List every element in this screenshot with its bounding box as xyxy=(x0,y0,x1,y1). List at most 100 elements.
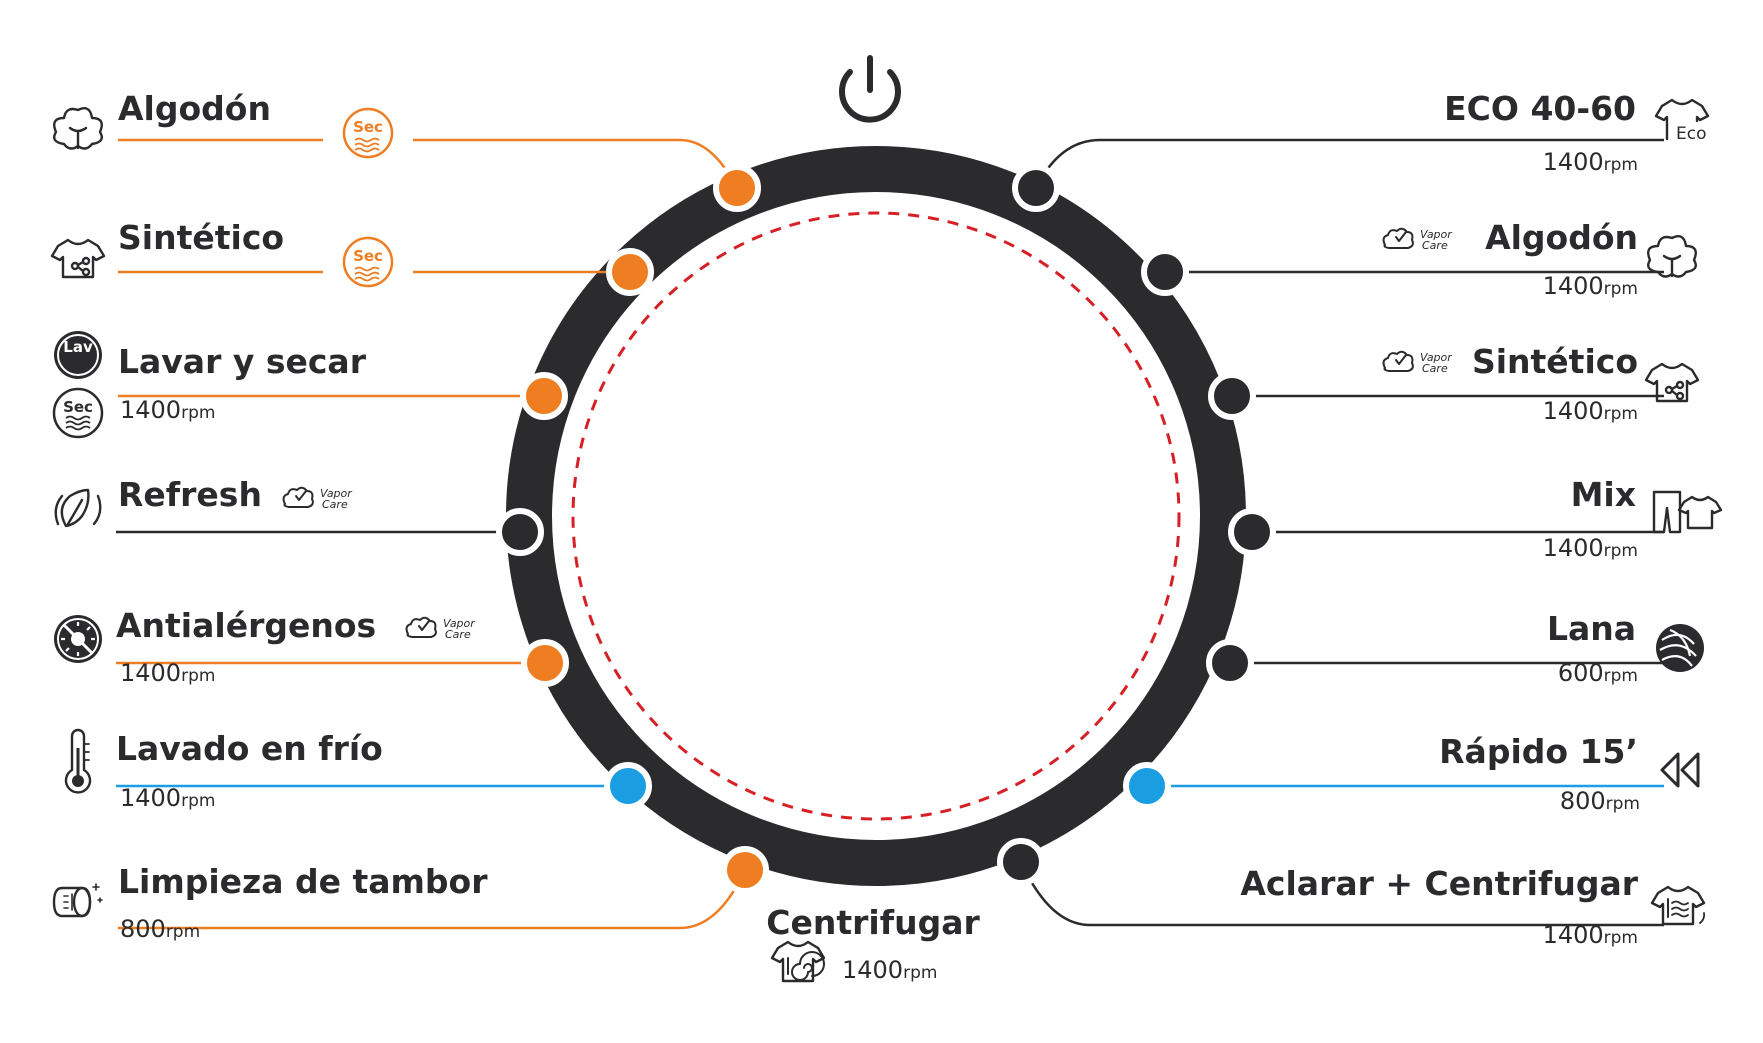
wool-icon xyxy=(1656,624,1704,672)
svg-text:1400rpm: 1400rpm xyxy=(842,956,937,984)
program-name: Lavado en frío xyxy=(116,729,383,768)
fast-rewind-icon xyxy=(1660,752,1700,788)
program-left-1[interactable]: Algodón xyxy=(118,89,271,128)
spin-icon xyxy=(770,940,826,983)
svg-text:800rpm: 800rpm xyxy=(1560,787,1640,815)
program-name: Centrifugar xyxy=(766,903,980,942)
program-right-4[interactable]: Mix 1400rpm xyxy=(1543,475,1638,562)
program-right-3[interactable]: Sintético 1400rpm xyxy=(1472,342,1638,425)
wash-dry-icon: Lav Sec xyxy=(52,331,104,439)
program-bottom[interactable]: Centrifugar 1400rpm xyxy=(766,903,980,984)
drum-clean-icon xyxy=(52,883,103,918)
program-left-7[interactable]: Limpieza de tambor 800rpm xyxy=(118,862,488,943)
program-name: Algodón xyxy=(118,89,271,128)
power-icon[interactable] xyxy=(839,55,901,123)
program-rpm-unit: rpm xyxy=(181,791,215,811)
svg-text:Vapor: Vapor xyxy=(443,617,476,630)
vapor-care-badge: Vapor Care xyxy=(1382,350,1453,375)
rinse-spin-icon xyxy=(1650,885,1706,926)
right-dial-position-dot[interactable] xyxy=(997,838,1045,886)
program-right-1[interactable]: ECO 40-60 1400rpm xyxy=(1444,89,1638,176)
program-left-6[interactable]: Lavado en frío 1400rpm xyxy=(116,729,383,812)
svg-text:Sec: Sec xyxy=(353,118,383,136)
program-name: Lana xyxy=(1547,609,1636,648)
mix-clothes-icon xyxy=(1652,490,1723,534)
program-rpm-unit: rpm xyxy=(1604,666,1638,686)
svg-text:Vapor: Vapor xyxy=(320,487,353,500)
program-rpm: 600 xyxy=(1558,659,1604,687)
vapor-care-badge: Vapor Care xyxy=(405,616,476,641)
program-left-3[interactable]: Lavar y secar 1400rpm xyxy=(118,342,367,424)
right-dial-position-dot[interactable] xyxy=(1123,762,1171,810)
svg-text:Care: Care xyxy=(322,498,348,511)
program-name: Sintético xyxy=(1472,342,1638,381)
program-rpm: 800 xyxy=(1560,787,1606,815)
left-dial-position-dot[interactable] xyxy=(520,372,568,420)
left-dial-position-dot[interactable] xyxy=(606,248,654,296)
cotton-icon xyxy=(53,107,103,150)
svg-text:Vapor: Vapor xyxy=(1420,228,1453,241)
program-right-5[interactable]: Lana 600rpm xyxy=(1547,609,1638,687)
program-name: Mix xyxy=(1571,475,1636,514)
right-dial-position-dot[interactable] xyxy=(1141,248,1189,296)
svg-text:1400rpm: 1400rpm xyxy=(120,396,215,424)
program-rpm-unit: rpm xyxy=(1604,928,1638,948)
program-rpm-unit: rpm xyxy=(1604,279,1638,299)
program-name: ECO 40-60 xyxy=(1444,89,1636,128)
program-rpm: 1400 xyxy=(1543,148,1604,176)
left-dial-position-dot[interactable] xyxy=(713,164,761,212)
program-left-5[interactable]: Antialérgenos 1400rpm xyxy=(116,606,376,687)
program-rpm-unit: rpm xyxy=(1604,541,1638,561)
dial-dashed-ring xyxy=(571,211,1181,821)
right-dial-position-dot[interactable] xyxy=(1208,372,1256,420)
left-dial-position-dot[interactable] xyxy=(604,762,652,810)
svg-text:Eco: Eco xyxy=(1676,124,1707,144)
program-right-6[interactable]: Rápido 15’ 800rpm xyxy=(1439,732,1640,815)
program-rpm: 1400 xyxy=(1543,272,1604,300)
dial-positions xyxy=(496,164,1276,894)
anti-allergen-icon xyxy=(54,615,102,663)
program-name: Aclarar + Centrifugar xyxy=(1240,864,1638,903)
program-right-7[interactable]: Aclarar + Centrifugar 1400rpm xyxy=(1240,864,1638,949)
program-name: Algodón xyxy=(1485,218,1638,257)
program-name: Antialérgenos xyxy=(116,606,376,645)
program-rpm: 1400 xyxy=(1543,397,1604,425)
program-left-4[interactable]: Refresh xyxy=(118,475,262,514)
program-rpm-unit: rpm xyxy=(903,963,937,983)
program-rpm: 1400 xyxy=(120,659,181,687)
svg-text:Care: Care xyxy=(1422,362,1448,375)
svg-text:1400rpm: 1400rpm xyxy=(1543,272,1638,300)
program-left-2[interactable]: Sintético xyxy=(118,218,284,257)
program-rpm-unit: rpm xyxy=(166,922,200,942)
sec-badge: Sec xyxy=(342,236,394,288)
program-name: Rápido 15’ xyxy=(1439,732,1638,771)
svg-text:600rpm: 600rpm xyxy=(1558,659,1638,687)
program-name: Refresh xyxy=(118,475,262,514)
program-rpm-unit: rpm xyxy=(1604,155,1638,175)
left-dial-position-dot[interactable] xyxy=(496,508,544,556)
left-dial-position-dot[interactable] xyxy=(521,639,569,687)
svg-text:Sec: Sec xyxy=(63,398,93,416)
svg-text:1400rpm: 1400rpm xyxy=(1543,148,1638,176)
right-dial-position-dot[interactable] xyxy=(1228,508,1276,556)
program-right-2[interactable]: Algodón 1400rpm xyxy=(1485,218,1638,300)
program-name: Limpieza de tambor xyxy=(118,862,488,901)
vapor-care-badge: Vapor Care xyxy=(282,486,353,511)
right-dial-position-dot[interactable] xyxy=(1012,164,1060,212)
left-dial-position-dot[interactable] xyxy=(721,846,769,894)
program-rpm: 1400 xyxy=(1543,921,1604,949)
right-dial-position-dot[interactable] xyxy=(1206,639,1254,687)
program-rpm-unit: rpm xyxy=(181,666,215,686)
eco-shirt-icon: Eco xyxy=(1654,98,1710,144)
program-rpm: 1400 xyxy=(120,784,181,812)
svg-text:Sec: Sec xyxy=(353,247,383,265)
program-name: Lavar y secar xyxy=(118,342,367,381)
thermometer-icon xyxy=(64,728,92,794)
svg-text:800rpm: 800rpm xyxy=(120,915,200,943)
program-rpm: 1400 xyxy=(120,396,181,424)
refresh-leaf-icon xyxy=(54,488,102,528)
synthetic-shirt-icon xyxy=(1644,362,1700,403)
synthetic-shirt-icon xyxy=(50,238,106,279)
program-rpm-unit: rpm xyxy=(1604,404,1638,424)
